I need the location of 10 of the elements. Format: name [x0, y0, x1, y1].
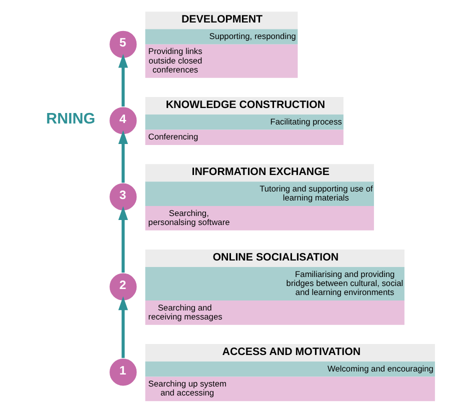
- node-circle: 2: [108, 272, 137, 302]
- arrow: [118, 130, 128, 183]
- arrow: [118, 206, 128, 273]
- arrow: [118, 54, 128, 106]
- node-circle: 3: [108, 182, 137, 212]
- label: RNING: [46, 110, 95, 128]
- node-circle: 1: [108, 358, 137, 386]
- arrow: [118, 296, 128, 358]
- node-circle: 4: [108, 106, 137, 135]
- node-circle: 5: [108, 30, 137, 59]
